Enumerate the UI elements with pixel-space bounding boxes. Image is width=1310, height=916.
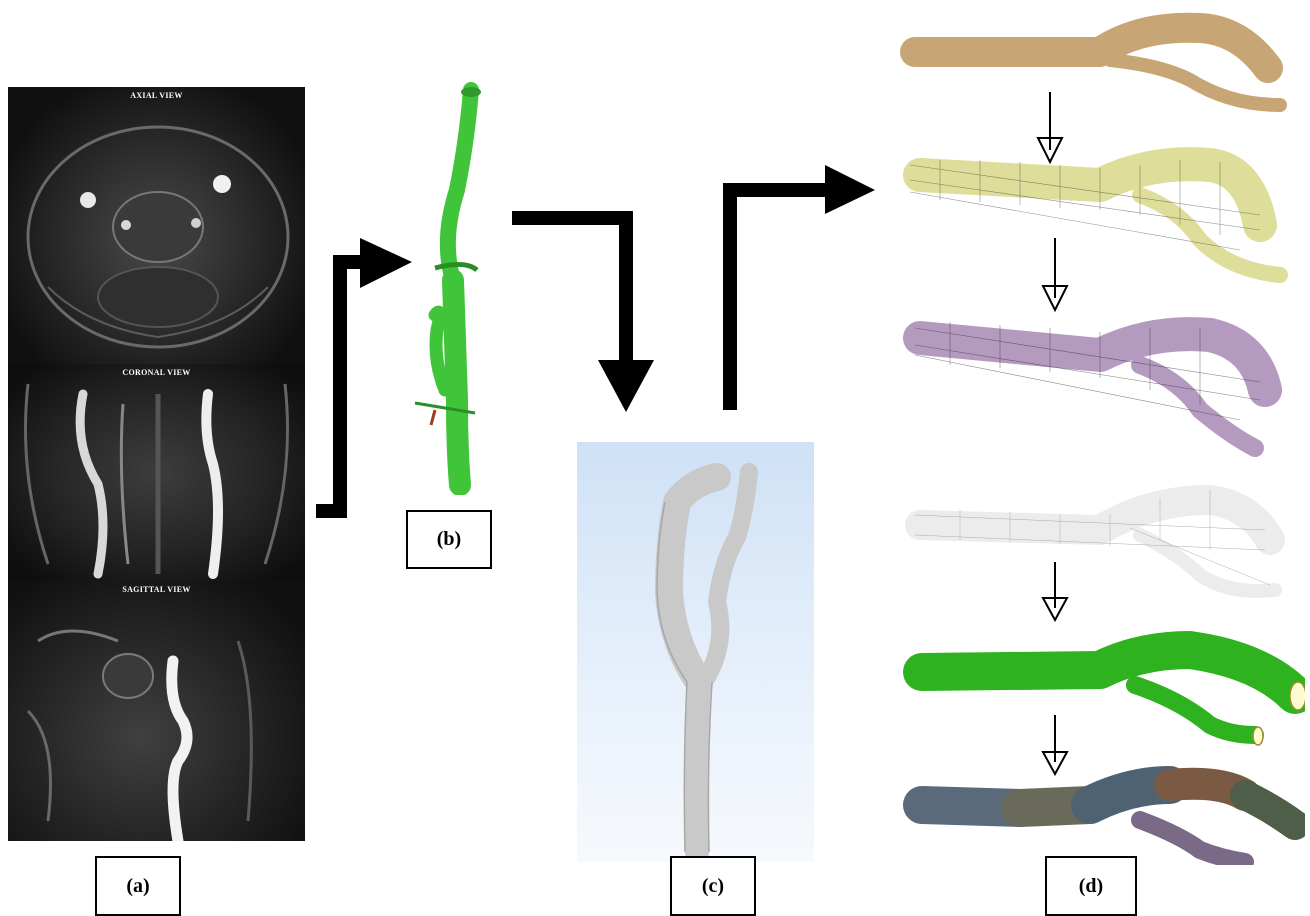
arrowhead-icon (598, 360, 654, 412)
connector-b-to-c (512, 218, 626, 360)
arrowhead-icon (360, 238, 412, 288)
connector-a-to-b (316, 262, 360, 511)
connector-c-to-d (730, 190, 825, 410)
arrowhead-icon (825, 165, 875, 214)
